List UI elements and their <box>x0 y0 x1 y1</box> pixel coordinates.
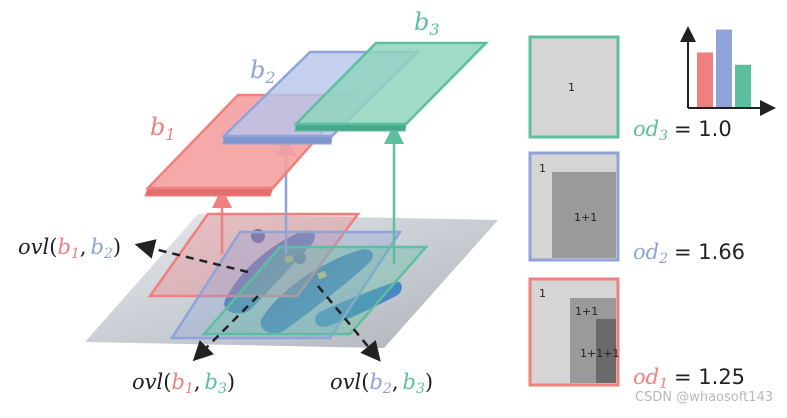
ground-box-b3 <box>201 245 429 336</box>
arrow-ovl-b2-b3 <box>317 285 381 362</box>
label-ovl-b2-b3: ovl(b2,b3) <box>330 370 433 397</box>
panel-od1-cell-2: 1+1 <box>575 305 598 318</box>
mini-bar-3 <box>735 64 751 107</box>
mini-bar-1 <box>697 52 713 107</box>
ground-box-b2 <box>169 230 403 340</box>
panel-od3-label: od3= 1.0 <box>633 117 732 144</box>
panel-od1: 1 1+1 1+1+1 <box>528 277 620 387</box>
arrow-ovl-b1-b3 <box>192 295 259 362</box>
label-ovl-b1-b3: ovl(b1,b3) <box>132 370 235 397</box>
panel-od1-cell-3: 1+1+1 <box>580 347 619 360</box>
label-b3: b3 <box>414 8 440 39</box>
image-plane <box>85 212 498 348</box>
mini-bar-2 <box>716 29 732 108</box>
label-ovl-b1-b2: ovl(b1,b2) <box>18 235 121 262</box>
mini-bar-chart <box>680 26 776 116</box>
panel-od1-label: od1= 1.25 <box>633 365 745 392</box>
label-b1: b1 <box>150 113 176 144</box>
person-head <box>294 252 306 264</box>
watermark: CSDN @whaosoft143 <box>635 390 773 405</box>
ground-box-b1 <box>147 212 361 298</box>
label-b2: b2 <box>250 56 276 87</box>
panel-od1-cell-1: 1 <box>539 287 546 300</box>
arrow-ovl-b1-b2 <box>134 239 249 274</box>
panel-od3-cell-1: 1 <box>568 81 575 94</box>
panel-od3: 1 <box>528 35 620 139</box>
panel-od2-inner <box>552 172 616 258</box>
panel-od2-cell-2: 1+1 <box>574 211 597 224</box>
panel-od2-cell-1: 1 <box>539 162 546 175</box>
panel-od2-label: od2= 1.66 <box>633 240 745 267</box>
panel-od1-innermost <box>596 319 616 383</box>
panel-od2: 1 1+1 <box>528 151 620 262</box>
upper-box-b3 <box>293 41 489 132</box>
